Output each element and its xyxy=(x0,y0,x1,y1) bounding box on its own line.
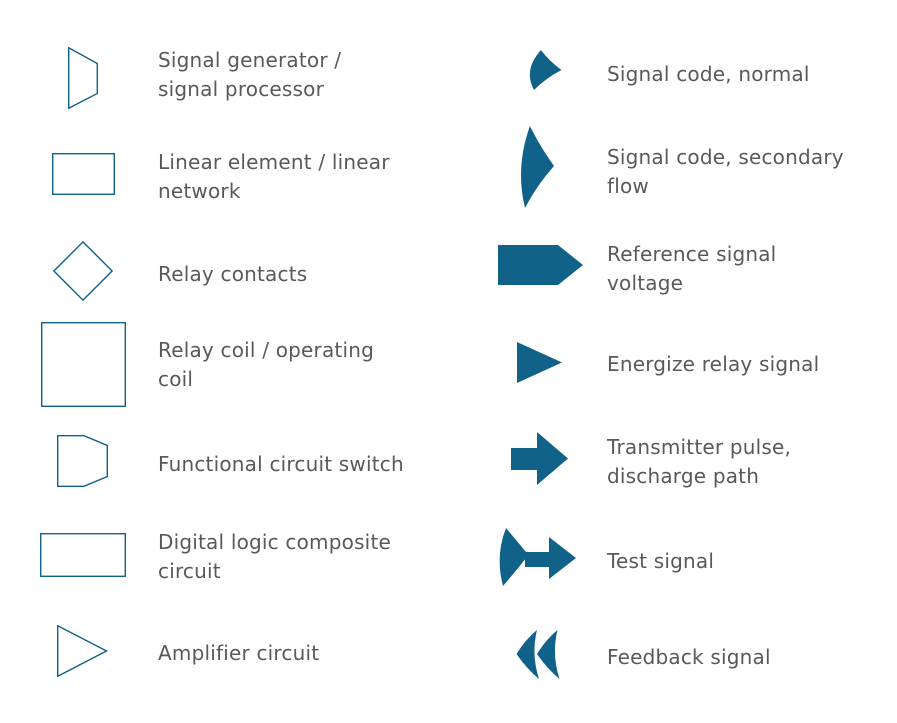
test-signal-icon xyxy=(499,525,577,587)
relay-coil-icon xyxy=(41,322,126,407)
amplifier-circuit-icon xyxy=(57,625,108,677)
legend-label: Amplifier circuit xyxy=(158,641,320,665)
linear-element-icon xyxy=(52,153,115,195)
legend-label: Signal code, secondary flow xyxy=(607,145,844,198)
legend-label: Reference signal voltage xyxy=(607,242,777,295)
energize-relay-signal-icon xyxy=(517,342,562,383)
signal-code-secondary-icon xyxy=(520,124,556,210)
legend-label: Energize relay signal xyxy=(607,352,820,376)
legend-label: Transmitter pulse, discharge path xyxy=(607,435,792,488)
signal-generator-icon xyxy=(68,47,98,109)
legend-label: Signal code, normal xyxy=(607,62,810,86)
signal-code-normal-icon xyxy=(526,49,563,91)
legend-label: Relay contacts xyxy=(158,262,308,286)
relay-contacts-icon xyxy=(53,241,113,301)
digital-logic-circuit-icon xyxy=(40,533,126,577)
legend-label: Linear element / linear network xyxy=(158,150,390,203)
legend-label: Test signal xyxy=(607,549,715,573)
legend-label: Functional circuit switch xyxy=(158,452,404,476)
reference-signal-voltage-icon xyxy=(498,245,583,285)
legend-label: Signal generator / signal processor xyxy=(158,48,342,101)
legend-label: Digital logic composite circuit xyxy=(158,530,391,583)
legend-label: Feedback signal xyxy=(607,645,771,669)
transmitter-pulse-icon xyxy=(511,432,568,485)
functional-circuit-switch-icon xyxy=(57,435,108,487)
legend-label: Relay coil / operating coil xyxy=(158,338,374,391)
feedback-signal-icon xyxy=(516,629,561,680)
